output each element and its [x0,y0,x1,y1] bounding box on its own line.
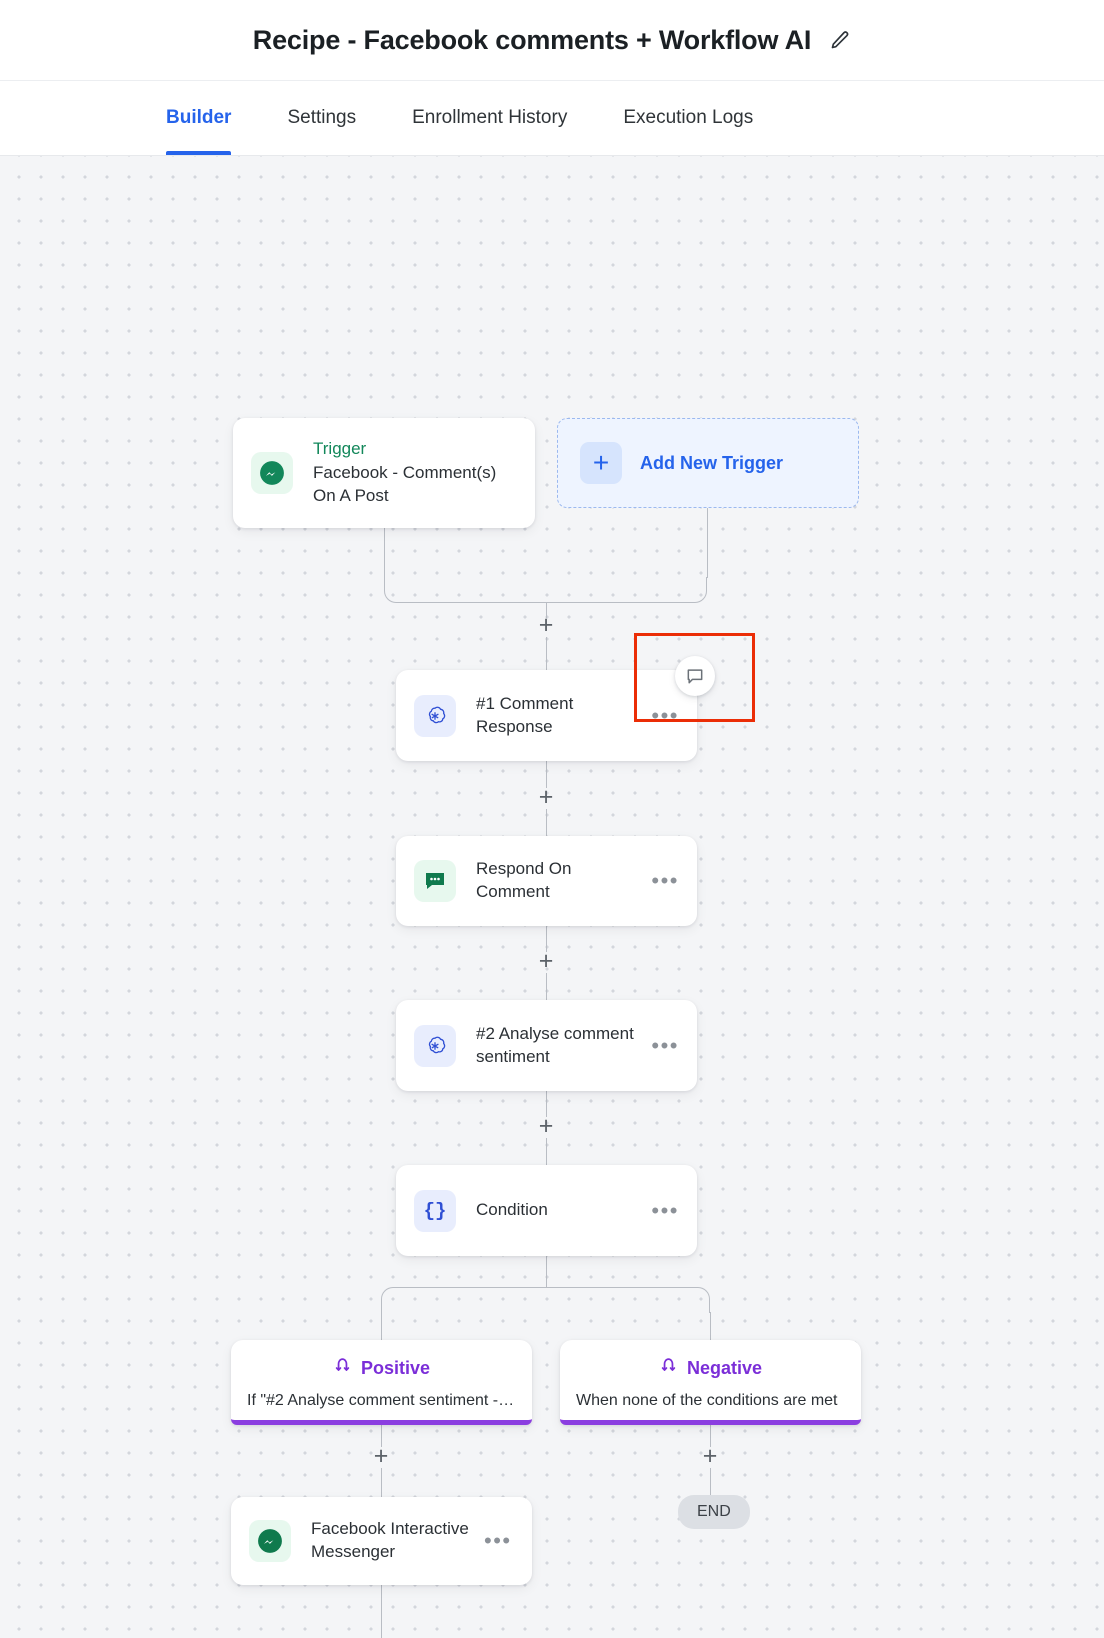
comment-bubble-icon [414,860,456,902]
tab-builder-label: Builder [166,107,232,128]
node-condition[interactable]: {} Condition ••• [396,1165,697,1256]
branch-negative[interactable]: Negative When none of the conditions are… [560,1340,861,1425]
connector-line [546,973,547,1000]
connector-line [710,1420,711,1447]
facebook-messenger-icon [249,1520,291,1562]
node-label: #2 Analyse comment sentiment [476,1023,634,1066]
node-analyse-comment-sentiment[interactable]: #2 Analyse comment sentiment ••• [396,1000,697,1091]
node-comment-response[interactable]: #1 Comment Response ••• [396,670,697,761]
connector-line [546,637,547,670]
tab-builder[interactable]: Builder [166,81,232,155]
branch-title: Negative [686,1357,763,1378]
add-new-trigger-label: Add New Trigger [640,452,784,473]
connector-line [546,602,547,618]
tab-enrollment-history-label: Enrollment History [412,107,568,128]
tab-execution-logs[interactable]: Execution Logs [623,81,753,155]
connector-line [381,1312,382,1340]
connector-line [381,1468,382,1497]
connector-line [546,761,547,788]
openai-icon [414,1024,456,1067]
branch-positive[interactable]: Positive If "#2 Analyse comment sentimen… [231,1340,532,1425]
tab-bar: Builder Settings Enrollment History Exec… [0,81,1104,156]
facebook-messenger-icon [251,452,293,494]
node-label: Condition [476,1200,548,1220]
add-step-plus[interactable]: + [538,611,554,639]
node-menu-button[interactable]: ••• [484,1528,512,1553]
connector-line [546,1256,547,1288]
node-respond-on-comment[interactable]: Respond On Comment ••• [396,836,697,926]
connector-line [546,926,547,952]
pencil-icon[interactable] [829,29,851,51]
add-step-plus[interactable]: + [538,1112,554,1140]
connector-line [381,1585,382,1638]
connector-curve [546,577,707,603]
branch-description: When none of the conditions are met [576,1392,838,1409]
add-step-plus[interactable]: + [538,783,554,811]
trigger-node[interactable]: Trigger Facebook - Comment(s) On A Post [233,418,535,528]
node-menu-button[interactable]: ••• [651,702,679,728]
branch-fork-icon [333,1356,352,1380]
connector-line [546,809,547,836]
connector-curve [381,1287,546,1313]
node-facebook-interactive-messenger[interactable]: Facebook Interactive Messenger ••• [231,1497,532,1585]
page-title: Recipe - Facebook comments + Workflow AI [252,24,812,55]
tab-settings[interactable]: Settings [287,81,356,155]
tab-settings-label: Settings [287,107,357,128]
connector-line [381,1420,382,1447]
connector-curve [546,1287,710,1313]
node-label: Respond On Comment [476,859,572,901]
add-step-plus[interactable]: + [538,947,554,975]
end-badge[interactable]: END [678,1495,750,1529]
comment-bubble-icon[interactable] [675,656,715,696]
connector-line [546,1138,547,1165]
braces-icon: {} [414,1189,456,1232]
tab-enrollment-history[interactable]: Enrollment History [412,81,567,155]
node-menu-button[interactable]: ••• [651,1197,679,1223]
node-menu-button[interactable]: ••• [651,868,679,893]
branch-description: If "#2 Analyse comment sentiment - R... [247,1392,516,1409]
trigger-kicker: Trigger [313,438,367,458]
node-menu-button[interactable]: ••• [651,1032,679,1058]
connector-line [710,1468,711,1496]
trigger-name: Facebook - Comment(s) On A Post [313,462,497,505]
workflow-canvas[interactable]: + + + + + + Trigger Facebook - Comment(s… [0,156,1104,1638]
connector-line [384,528,385,578]
node-label: Facebook Interactive Messenger [311,1519,469,1561]
connector-line [710,1312,711,1340]
connector-curve [384,577,546,603]
page-header: Recipe - Facebook comments + Workflow AI [0,0,1104,81]
node-label: #1 Comment Response [476,693,574,736]
add-step-plus[interactable]: + [373,1442,389,1470]
connector-line [546,1091,547,1117]
branch-title: Positive [360,1357,431,1378]
openai-icon [414,694,456,737]
tab-execution-logs-label: Execution Logs [623,107,754,128]
branch-fork-icon [659,1356,678,1380]
add-step-plus[interactable]: + [702,1442,718,1470]
connector-line [707,508,708,578]
plus-icon: + [580,442,622,484]
add-new-trigger-button[interactable]: + Add New Trigger [557,418,859,508]
